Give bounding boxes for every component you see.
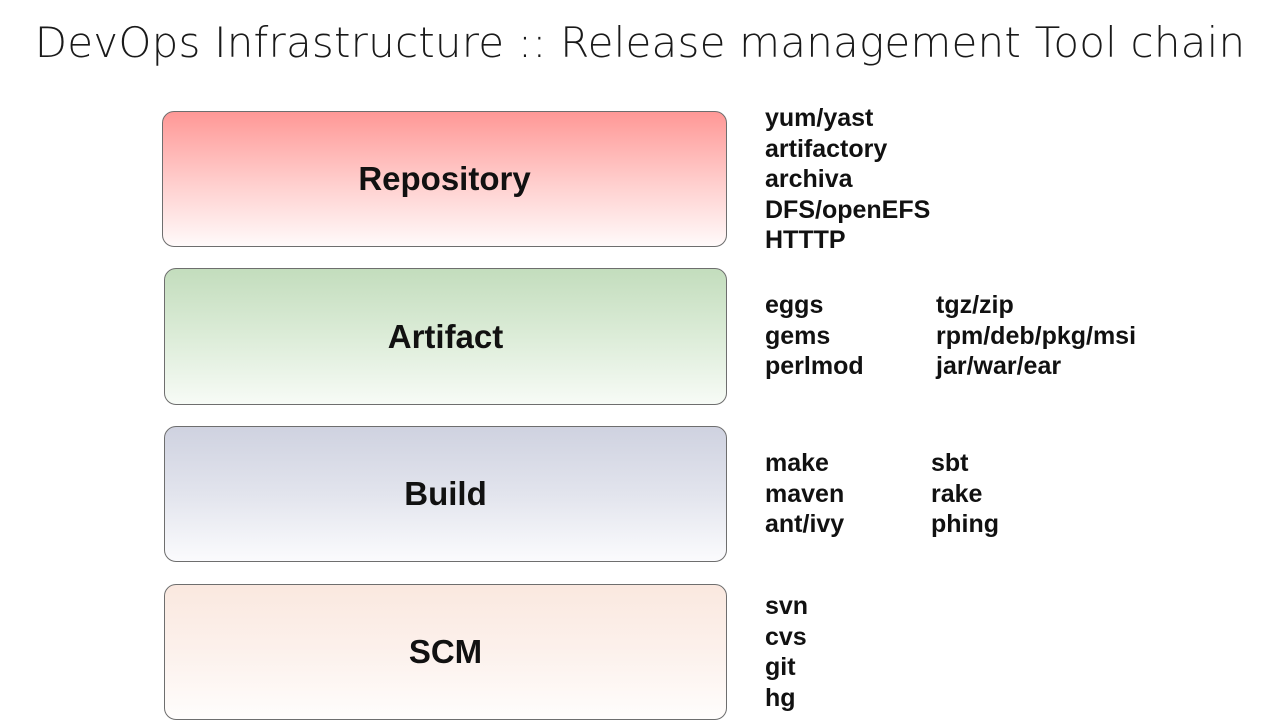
layer-artifact-label: Artifact (387, 317, 504, 355)
tool-item: cvs (765, 622, 807, 651)
tool-item: tgz/zip (936, 291, 1014, 319)
tool-item: sbt (931, 449, 969, 477)
tool-item: ant/ivy (765, 510, 845, 538)
build-tools-column-2: sbt rake phing (931, 448, 999, 540)
tool-item: jar/war/ear (936, 352, 1062, 380)
layer-scm-box: SCM (164, 584, 727, 720)
artifact-tools-column-1: eggs gems perlmod (765, 290, 864, 382)
repository-tools-column: yum/yast artifactory archiva DFS/openEFS… (765, 103, 930, 256)
layer-build-box: Build (164, 426, 727, 562)
tool-item: maven (765, 479, 845, 508)
tool-item: rpm/deb/pkg/msi (936, 321, 1137, 350)
build-tools-column-1: make maven ant/ivy (765, 448, 844, 540)
tool-item: svn (765, 592, 809, 620)
tool-item: HTTTP (765, 226, 846, 254)
tool-item: DFS/openEFS (765, 195, 931, 224)
tool-item: perlmod (765, 352, 864, 380)
layer-scm-label: SCM (408, 633, 483, 670)
layer-repository-label: Repository (358, 160, 531, 197)
layer-repository-box: Repository (162, 111, 727, 247)
layer-build-label: Build (404, 475, 487, 512)
tool-item: phing (931, 510, 1000, 538)
tool-item: yum/yast (765, 104, 874, 132)
scm-tools-column: svn cvs git hg (765, 591, 808, 713)
tool-item: artifactory (765, 134, 888, 163)
tool-item: git (765, 653, 796, 681)
tool-item: hg (765, 683, 796, 712)
tool-item: eggs (765, 291, 824, 319)
tool-item: rake (931, 479, 983, 508)
tool-item: archiva (765, 165, 853, 193)
layer-artifact-box: Artifact (164, 268, 727, 405)
page-title: DevOps Infrastructure :: Release managem… (34, 18, 1246, 67)
tool-item: make (765, 449, 829, 477)
artifact-tools-column-2: tgz/zip rpm/deb/pkg/msi jar/war/ear (936, 290, 1136, 382)
tool-item: gems (765, 321, 831, 350)
